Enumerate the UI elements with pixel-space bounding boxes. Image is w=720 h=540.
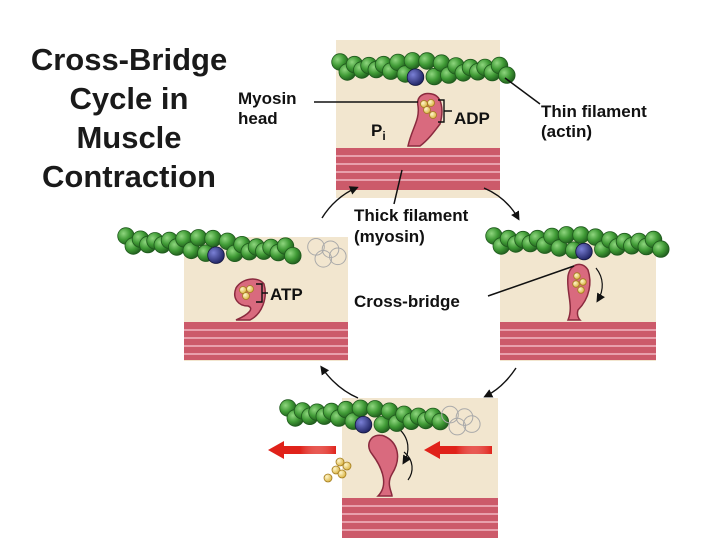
actin-bead <box>204 229 222 248</box>
label-atp: ATP <box>270 285 303 304</box>
actin-bead <box>572 226 590 244</box>
myosin-head-right <box>566 263 605 321</box>
actin-bead <box>284 246 302 265</box>
vacated-actin-bead <box>314 249 333 268</box>
myosin-binding-site <box>406 68 425 86</box>
thick-filament-bottom <box>342 498 498 538</box>
actin-bead <box>189 229 208 247</box>
cycle-arrow-top-to-right <box>483 187 520 221</box>
cycle-arrows <box>320 186 520 399</box>
bracket-atp <box>256 283 268 303</box>
myosin-binding-site <box>354 416 373 434</box>
bracket-adp <box>438 99 452 123</box>
title-line-4: Contraction <box>42 159 216 194</box>
thick-filament-right <box>500 322 656 360</box>
label-thin-filament-line1: Thin filament <box>541 102 647 121</box>
label-pi-main: P <box>371 121 382 140</box>
label-cross-bridge: Cross-bridge <box>354 292 460 311</box>
title-line-2: Cycle in <box>69 81 189 116</box>
actin-filament-right <box>485 226 670 261</box>
vacated-actin-bead <box>455 408 474 426</box>
leader-cross-bridge <box>487 265 575 297</box>
title-line-1: Cross-Bridge <box>30 42 228 77</box>
myosin-head-top <box>407 92 443 147</box>
title-line-3: Muscle <box>76 120 182 155</box>
vacated-actin-bead <box>321 240 340 259</box>
myosin-binding-site <box>575 242 593 261</box>
thick-filament-left <box>184 322 348 360</box>
leader-thick-filament <box>393 169 403 205</box>
cycle-arrow-bottom-to-left <box>320 365 359 399</box>
cycle-arrow-right-to-bottom <box>483 367 517 398</box>
cycle-arrow-left-to-top <box>321 186 359 219</box>
label-myosin-head-line1: Myosin <box>238 89 297 108</box>
myosin-head-left <box>234 278 266 321</box>
red-arrow-right <box>424 441 492 459</box>
label-thin-filament-line2: (actin) <box>541 122 592 141</box>
actin-bead <box>498 66 516 84</box>
actin-bead <box>351 399 370 418</box>
label-thick-filament-line1: Thick filament <box>354 206 469 225</box>
actin-filament-bottom <box>279 399 481 436</box>
released-adp-pi <box>323 457 352 483</box>
red-arrow-left <box>268 441 336 459</box>
label-thick-filament-line2: (myosin) <box>354 227 425 246</box>
label-pi-subscript: i <box>382 129 385 143</box>
myosin-binding-site <box>207 246 225 264</box>
actin-bead <box>431 412 450 431</box>
actin-filament-left <box>117 227 347 268</box>
vacated-actin-bead <box>463 415 481 433</box>
label-myosin-head-line2: head <box>238 109 278 128</box>
actin-bead <box>418 52 436 70</box>
label-pi: Pi <box>371 121 386 143</box>
vacated-actin-bead <box>329 247 347 266</box>
actin-filament-top <box>331 52 516 86</box>
leader-thin-filament <box>504 77 541 105</box>
actin-bead <box>366 400 384 418</box>
diagram-title: Cross-Bridge Cycle in Muscle Contraction <box>6 40 252 196</box>
thick-filament-top <box>336 148 500 190</box>
actin-bead <box>652 240 670 258</box>
label-adp: ADP <box>454 109 490 128</box>
vacated-actin-bead <box>448 417 467 436</box>
